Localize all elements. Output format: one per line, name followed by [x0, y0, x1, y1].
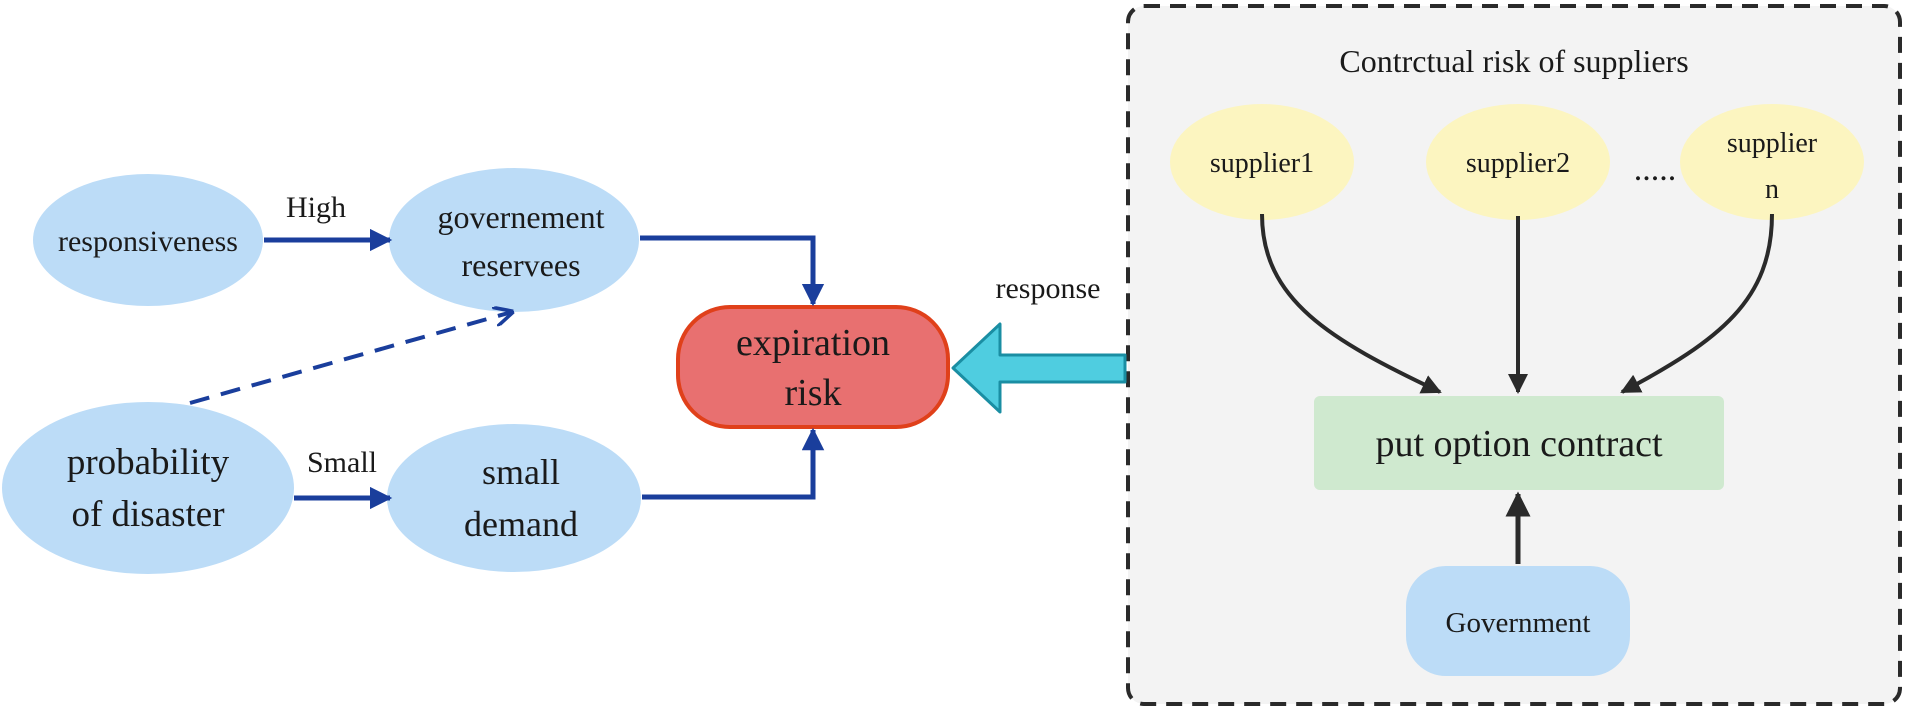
expiration-risk-label-2: risk [785, 372, 842, 414]
arrow-small-demand-to-expiration [642, 427, 825, 500]
suppliern-label-1: supplier [1727, 128, 1818, 159]
small-demand-label-2: demand [464, 504, 578, 544]
probability-label-2: of disaster [71, 494, 224, 535]
expiration-risk-node [676, 305, 950, 429]
small-demand-label-1: small [482, 452, 560, 492]
arrow-probability-to-reserves-dashed [189, 312, 512, 405]
edge-label-high: High [286, 191, 346, 224]
government-reserves-node [389, 168, 639, 312]
supplier1-node [1170, 104, 1354, 220]
government-reserves-label-1: governement [437, 199, 604, 235]
edge-label-small: Small [307, 446, 377, 479]
panel-title: Contrctual risk of suppliers [1339, 43, 1688, 79]
supplier1-label: supplier1 [1210, 148, 1314, 179]
government-reserves-label-2: reservees [461, 247, 580, 283]
small-demand-node [387, 424, 641, 572]
government-label: Government [1446, 607, 1591, 639]
edge-label-response: response [996, 272, 1101, 305]
supplier2-node [1426, 104, 1610, 220]
expiration-risk-label-1: expiration [736, 322, 890, 364]
suppliers-ellipsis: ..... [1634, 151, 1677, 188]
arrow-reserves-to-expiration [640, 235, 825, 307]
suppliern-node [1680, 104, 1864, 220]
suppliern-label-2: n [1765, 174, 1779, 205]
arrow-supplier1-to-contract [1260, 213, 1442, 394]
supplier2-label: supplier2 [1466, 148, 1570, 179]
responsiveness-label: responsiveness [58, 225, 238, 258]
arrow-suppliern-to-contract [1620, 213, 1774, 394]
responsiveness-node [33, 174, 263, 306]
put-option-contract-label: put option contract [1375, 423, 1662, 465]
probability-of-disaster-node [2, 402, 294, 574]
government-node [1406, 566, 1630, 676]
response-arrow [951, 322, 1127, 414]
probability-label-1: probability [67, 442, 230, 483]
put-option-contract-node [1314, 396, 1724, 490]
